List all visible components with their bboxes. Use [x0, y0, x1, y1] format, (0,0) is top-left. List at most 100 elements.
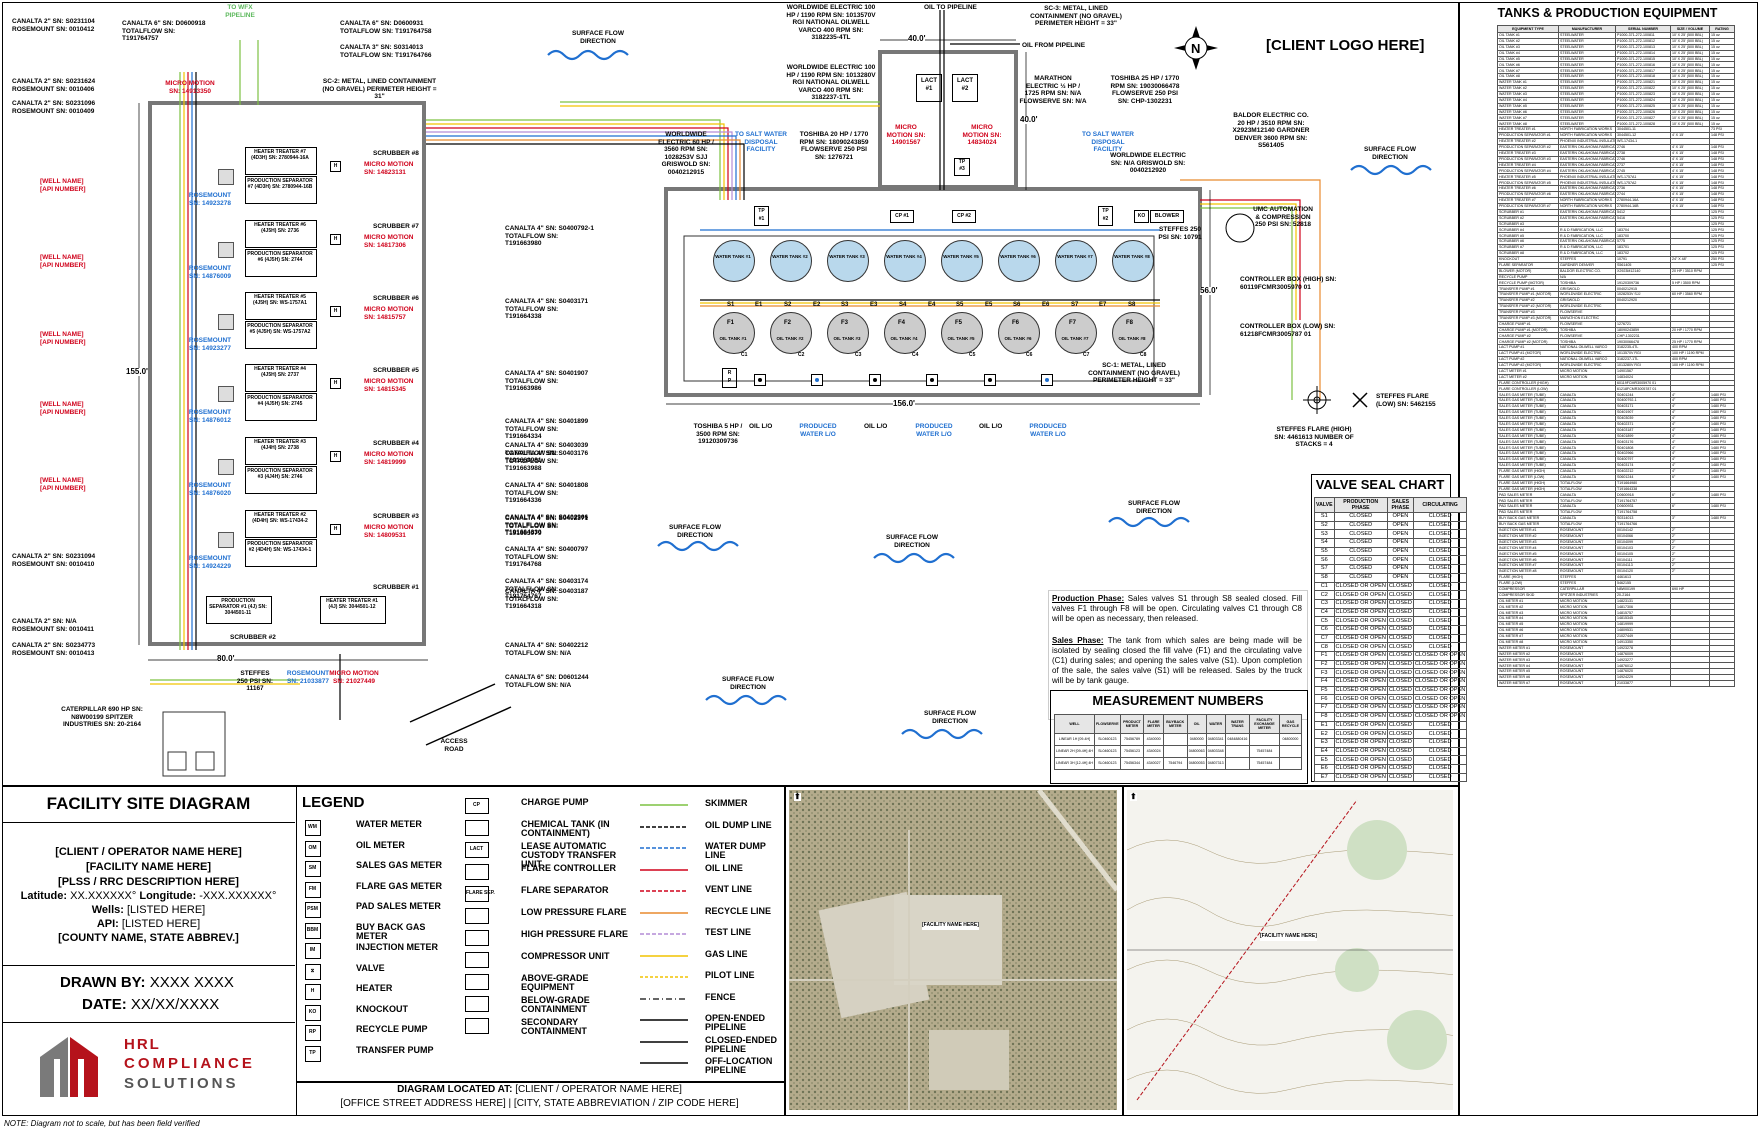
- valve-cell: CLOSED: [1412, 546, 1468, 557]
- legend-label: INJECTION METER: [356, 942, 439, 952]
- valve-cell: C2: [1314, 590, 1335, 600]
- valve-cell: CLOSED OR OPEN: [1333, 598, 1388, 609]
- legend-icon-text: LACT: [469, 846, 484, 852]
- valve-cell: CLOSED OR OPEN: [1333, 607, 1388, 618]
- sales-phase-text: Sales Phase: The tank from which sales a…: [1052, 636, 1302, 685]
- valve-cell: CLOSED: [1386, 607, 1414, 618]
- se-valve: E1: [755, 302, 763, 308]
- equipment-cell: [1670, 679, 1710, 687]
- scrubber-label: SCRUBBER #6: [373, 295, 419, 302]
- valve-cell: CLOSED: [1386, 711, 1414, 722]
- ht-label: HEATER TREATER #3 (4J4H) SN: 2738: [254, 439, 306, 451]
- valve-cell: E7: [1314, 772, 1335, 783]
- produced-water-2: PRODUCED WATER L/O: [915, 423, 953, 438]
- valve-cell: CLOSED OR OPEN: [1333, 703, 1388, 713]
- left-meter-label: CANALTA 2" SN: S0231094 ROSEMOUNT SN: 00…: [12, 553, 96, 568]
- valve-cell: CLOSED: [1333, 555, 1388, 566]
- heater-icon: H: [330, 234, 341, 245]
- valve-chart-title: VALVE SEAL CHART: [1315, 477, 1445, 492]
- equipment-cell: 73 PSI: [1709, 126, 1735, 134]
- equipment-cell: WATER METER #7: [1497, 679, 1559, 687]
- equipment-cell: PHOENIX INDUSTRIAL INSULATION CORP: [1558, 179, 1616, 187]
- equipment-cell: 148 PSI: [1709, 167, 1735, 175]
- water-tank-label: WATER TANK #5: [943, 254, 979, 259]
- valve-header: PRODUCTION PHASE: [1333, 497, 1388, 513]
- equipment-cell: 21033877: [1615, 679, 1671, 687]
- legend-icon-text: FM: [308, 885, 317, 892]
- valve-cell: CLOSED: [1412, 581, 1468, 592]
- legend-line-icon: [640, 933, 688, 935]
- f-valve: F4: [898, 320, 906, 326]
- high-pressure-flare-icon: [1303, 386, 1331, 414]
- equipment-cell: 148 PSI: [1709, 143, 1735, 151]
- equipment-cell: 148 PSI: [1709, 185, 1735, 193]
- micro-motion-label: MICRO MOTION SN: 14815757: [364, 306, 414, 321]
- tp3: TP#3: [954, 158, 970, 176]
- load-out-box: [754, 374, 766, 386]
- c-valve: C3: [855, 352, 862, 358]
- measurement-cell: 4340000: [1143, 733, 1164, 746]
- topo-north-icon: ⬆: [1130, 792, 1137, 801]
- valve-cell: F4: [1314, 677, 1335, 687]
- aerial-map-label: [FACILITY NAME HERE]: [922, 922, 979, 930]
- valve-cell: CLOSED OR OPEN: [1333, 737, 1388, 748]
- legend-line-icon: [640, 1040, 688, 1043]
- equipment-cell: 148 PSI: [1709, 161, 1735, 169]
- water-tank-label: WATER TANK #4: [886, 254, 922, 259]
- ps-label: PRODUCTION SEPARATOR #3 (4J4H) SN: 2746: [247, 468, 313, 480]
- legend-icon-text: BBM: [306, 926, 319, 933]
- valve-cell: CLOSED: [1386, 668, 1414, 679]
- valve-cell: CLOSED OR OPEN: [1333, 651, 1388, 661]
- valve-cell: CLOSED: [1386, 677, 1414, 687]
- oil-tank-7: [1055, 312, 1097, 354]
- left-meter-label: CANALTA 2" SN: S0231624 ROSEMOUNT SN: 00…: [12, 78, 96, 93]
- valve-cell: S3: [1314, 529, 1335, 540]
- legend-label: OIL METER: [356, 839, 405, 850]
- ht-label: HEATER TREATER #2 (4D4H) SN: WS-17434-2: [252, 512, 308, 524]
- to-wfx: TO WFX PIPELINE: [225, 4, 255, 19]
- measurement-header: FACILITY EXCHANGE METER: [1248, 714, 1280, 734]
- legend-label: KNOCKOUT: [356, 1003, 408, 1014]
- water-tank-6: [998, 240, 1040, 282]
- valve-cell: CLOSED OR OPEN: [1412, 677, 1468, 687]
- valve-cell: CLOSED: [1333, 512, 1388, 522]
- valve-cell: CLOSED OR OPEN: [1333, 746, 1388, 757]
- valve-cell: CLOSED: [1386, 633, 1414, 644]
- se-valve: E2: [813, 302, 821, 308]
- well-name-label: [WELL NAME] [API NUMBER]: [40, 254, 86, 269]
- legend-icon-text: SM: [308, 865, 317, 871]
- left-meter-label: CANALTA 2" SN: S0234773 ROSEMOUNT SN: 00…: [12, 642, 96, 657]
- surface-flow-3: SURFACE FLOW DIRECTION: [1128, 500, 1180, 515]
- legend-line-icon: [640, 954, 688, 957]
- legend-label: ABOVE-GRADE EQUIPMENT: [521, 973, 589, 992]
- se-valve: S5: [956, 302, 964, 308]
- heater-icon: H: [330, 378, 341, 389]
- valve-cell: CLOSED OR OPEN: [1333, 633, 1388, 644]
- oil-tank-label: OIL TANK #1: [719, 336, 747, 341]
- legend-icon: [465, 886, 489, 902]
- valve-cell: CLOSED: [1412, 590, 1468, 600]
- legend-icon-text: FLARE SEP.: [466, 890, 495, 896]
- valve-cell: OPEN: [1386, 529, 1414, 540]
- legend-label: VENT LINE: [705, 884, 753, 894]
- equipment-cell: PRODUCTION SEPARATOR #7: [1497, 202, 1559, 210]
- located-at: DIAGRAM LOCATED AT: [CLIENT / OPERATOR N…: [397, 1084, 682, 1095]
- legend-line-icon: [640, 997, 688, 1000]
- equipment-cell: 15 oz: [1709, 55, 1735, 63]
- valve-cell: CLOSED OR OPEN: [1333, 755, 1388, 765]
